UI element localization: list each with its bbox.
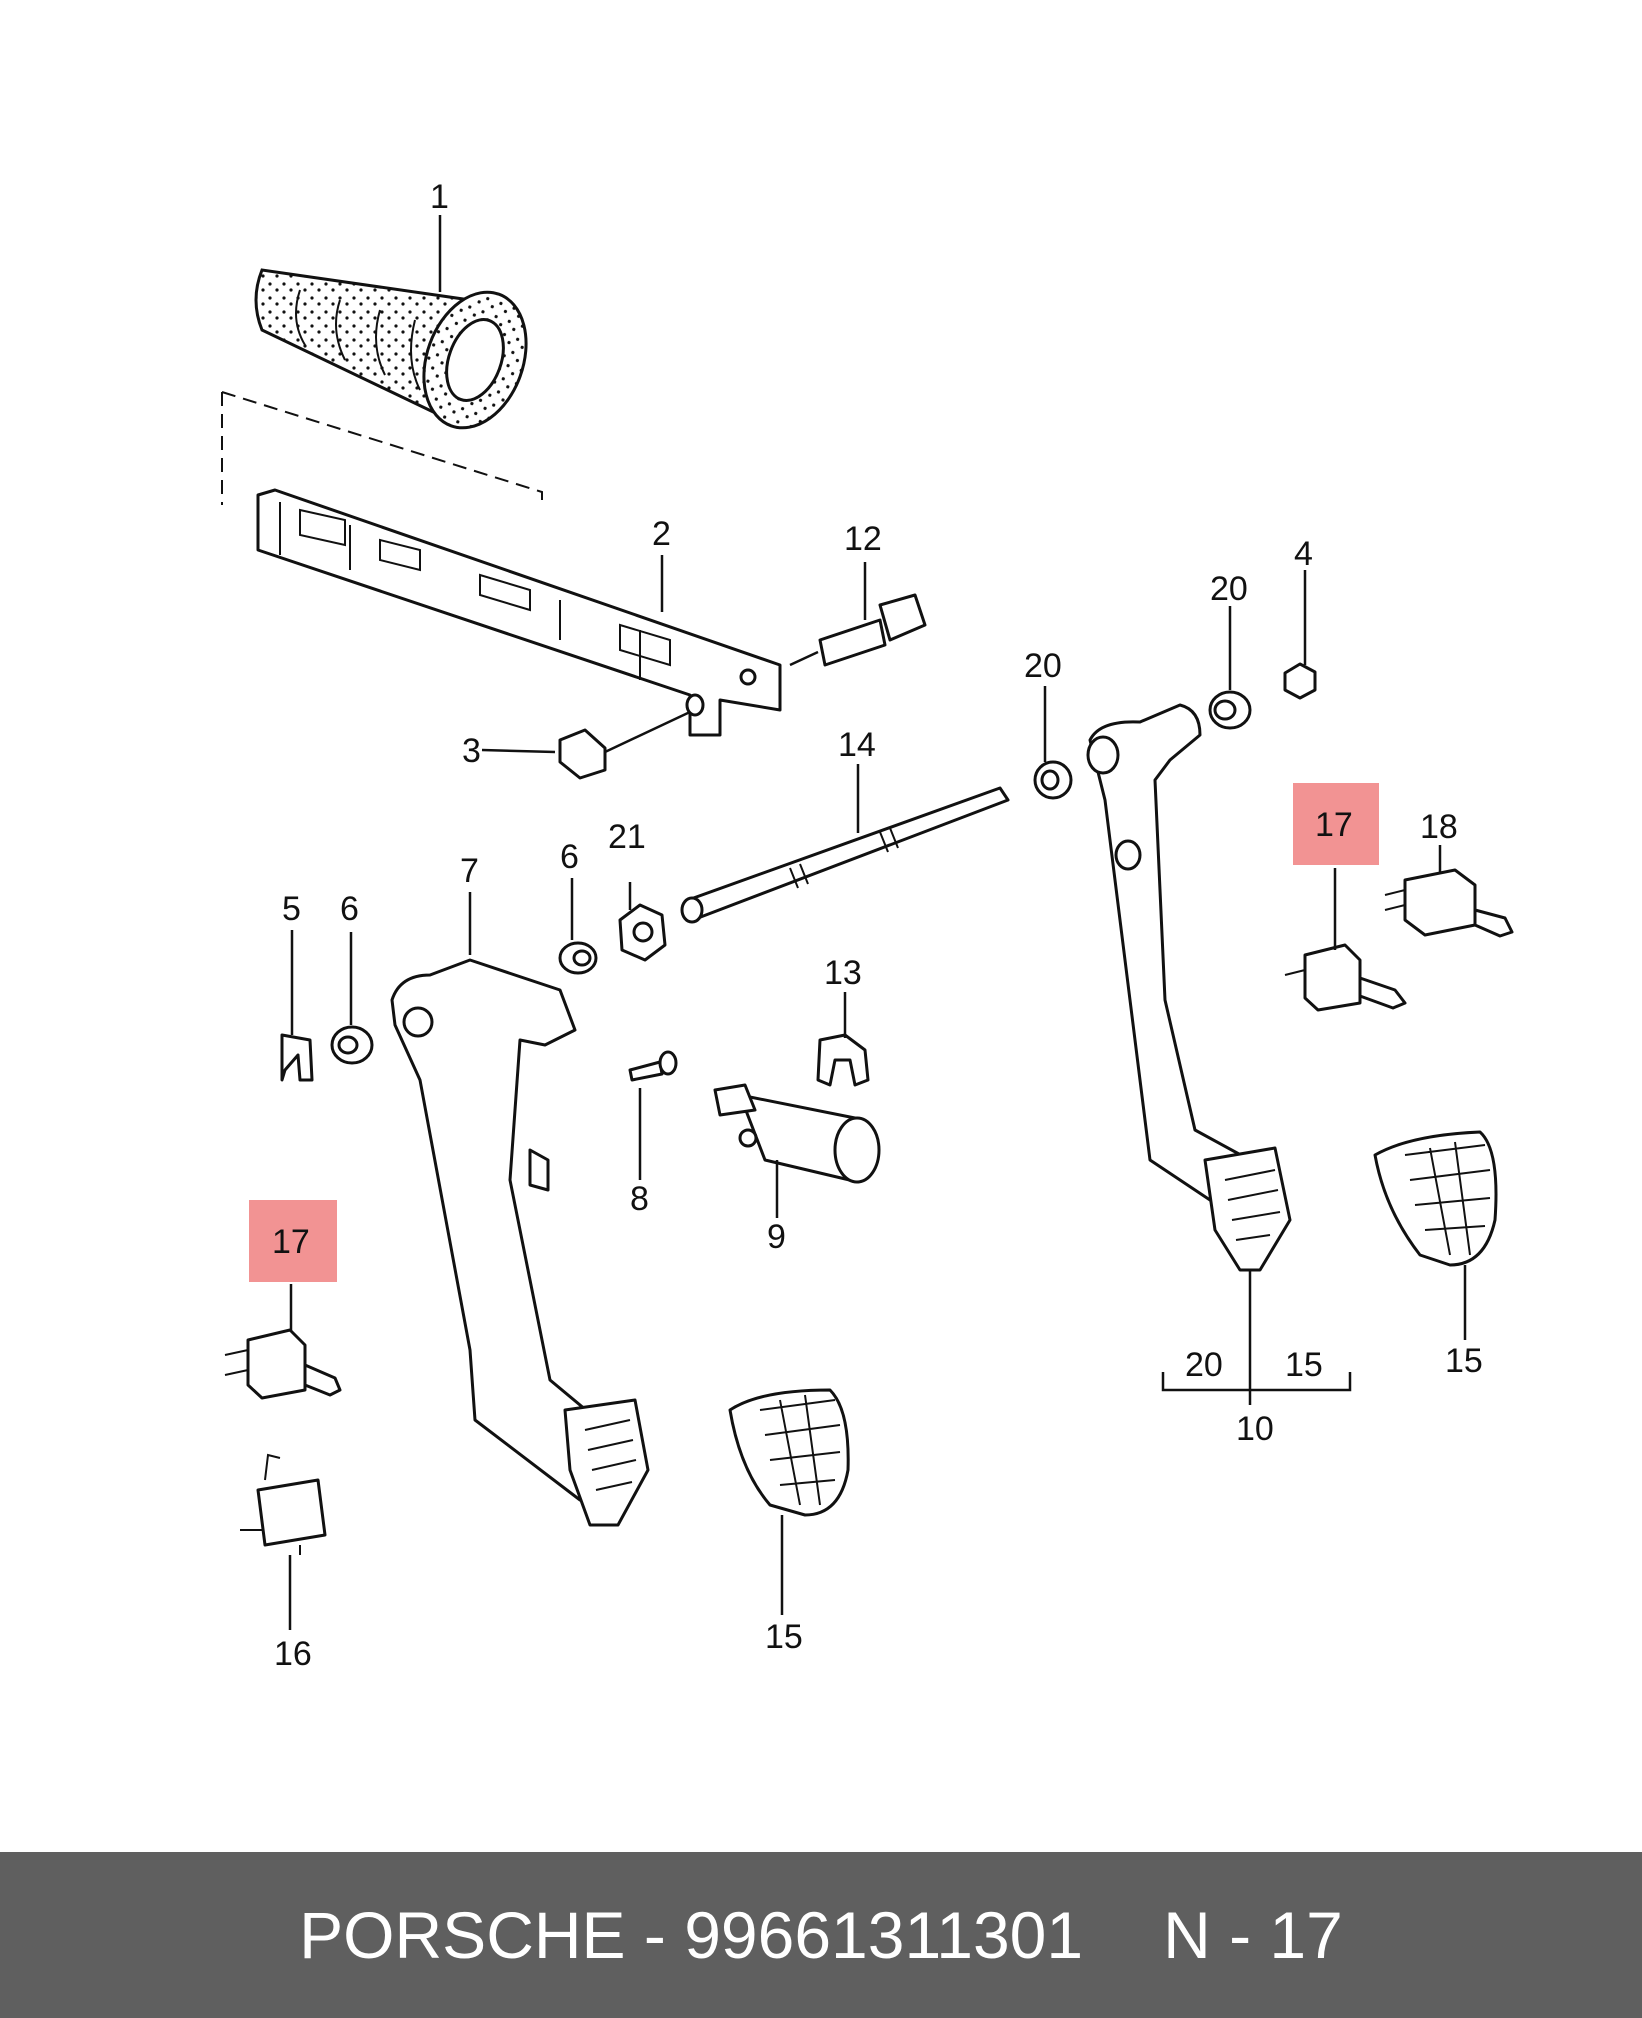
part-16-switch (240, 1453, 327, 1555)
callout-20-top: 20 (1210, 570, 1248, 608)
footer-brand: PORSCHE (299, 1898, 626, 1972)
part-17-switch-right (1284, 943, 1407, 1012)
part-12-pivot-bolt (789, 593, 927, 667)
callout-15-right: 15 (1445, 1342, 1483, 1380)
highlight-box-17-right (1293, 783, 1379, 865)
callout-21: 21 (608, 818, 646, 856)
part-2-bracket (256, 488, 782, 737)
callout-17-right: 17 (1315, 806, 1353, 844)
callout-15-center: 15 (765, 1618, 803, 1656)
boot-dashed-bracket (221, 391, 543, 505)
part-15-pad-right (1373, 1130, 1498, 1267)
callout-12: 12 (844, 520, 882, 558)
part-10-group-bracket (1161, 1372, 1352, 1392)
callout-1: 1 (430, 178, 449, 216)
callout-7: 7 (460, 852, 479, 890)
part-20-bushing-top (1208, 690, 1252, 730)
part-20-bushing-mid (1033, 760, 1073, 800)
part-1-boot (254, 268, 528, 430)
parts-diagram: 1 2 12 3 4 20 20 14 21 6 7 5 6 13 8 9 17… (221, 178, 1514, 1673)
footer-part-number: 99661311301 (684, 1898, 1084, 1972)
footer-position: N - 17 (1163, 1898, 1343, 1972)
callout-10: 10 (1236, 1410, 1274, 1448)
callout-8: 8 (630, 1180, 649, 1218)
callout-6-left: 6 (340, 890, 359, 928)
callout-20-mid: 20 (1024, 647, 1062, 685)
footer-separator: - (643, 1898, 666, 1972)
part-9-spring-cylinder (713, 1083, 881, 1184)
pedal-assembly-drawing: 1 2 12 3 4 20 20 14 21 6 7 5 6 13 8 9 17… (221, 178, 1514, 1673)
part-6-bushing-left (330, 1025, 374, 1065)
part-7-clutch-pedal (390, 958, 650, 1527)
callout-5: 5 (282, 890, 301, 928)
part-3-bolt (558, 710, 691, 780)
callout-18: 18 (1420, 808, 1458, 846)
part-10-brake-pedal (1086, 703, 1292, 1272)
part-13-clip (816, 1033, 870, 1087)
callout-9: 9 (767, 1218, 786, 1256)
footer-space (626, 1897, 644, 1973)
part-8-pin (628, 1050, 678, 1082)
footer-space (666, 1897, 684, 1973)
footer-bar: PORSCHE - 99661311301 N - 17 (0, 1852, 1642, 2018)
part-6-clip-mid (558, 941, 598, 975)
callout-6-mid: 6 (560, 838, 579, 876)
callout-2: 2 (652, 515, 671, 553)
part-21-nut (618, 903, 667, 962)
callout-15-bracket: 15 (1285, 1346, 1323, 1384)
leader-lines (288, 215, 1467, 1630)
callout-16: 16 (274, 1635, 312, 1673)
callout-14: 14 (838, 726, 876, 764)
callout-20-bracket: 20 (1185, 1346, 1223, 1384)
part-18-switch (1384, 868, 1514, 938)
highlight-box-17-left (249, 1200, 337, 1282)
callout-17-left: 17 (272, 1223, 310, 1261)
callout-13: 13 (824, 954, 862, 992)
part-17-switch-left (224, 1328, 342, 1400)
part-5-clip (280, 1033, 314, 1082)
callout-3: 3 (462, 732, 481, 770)
callout-4: 4 (1294, 535, 1313, 573)
part-14-shaft (680, 786, 1010, 924)
part-4-nut (1283, 662, 1317, 700)
part-15-pad-center (728, 1388, 850, 1517)
